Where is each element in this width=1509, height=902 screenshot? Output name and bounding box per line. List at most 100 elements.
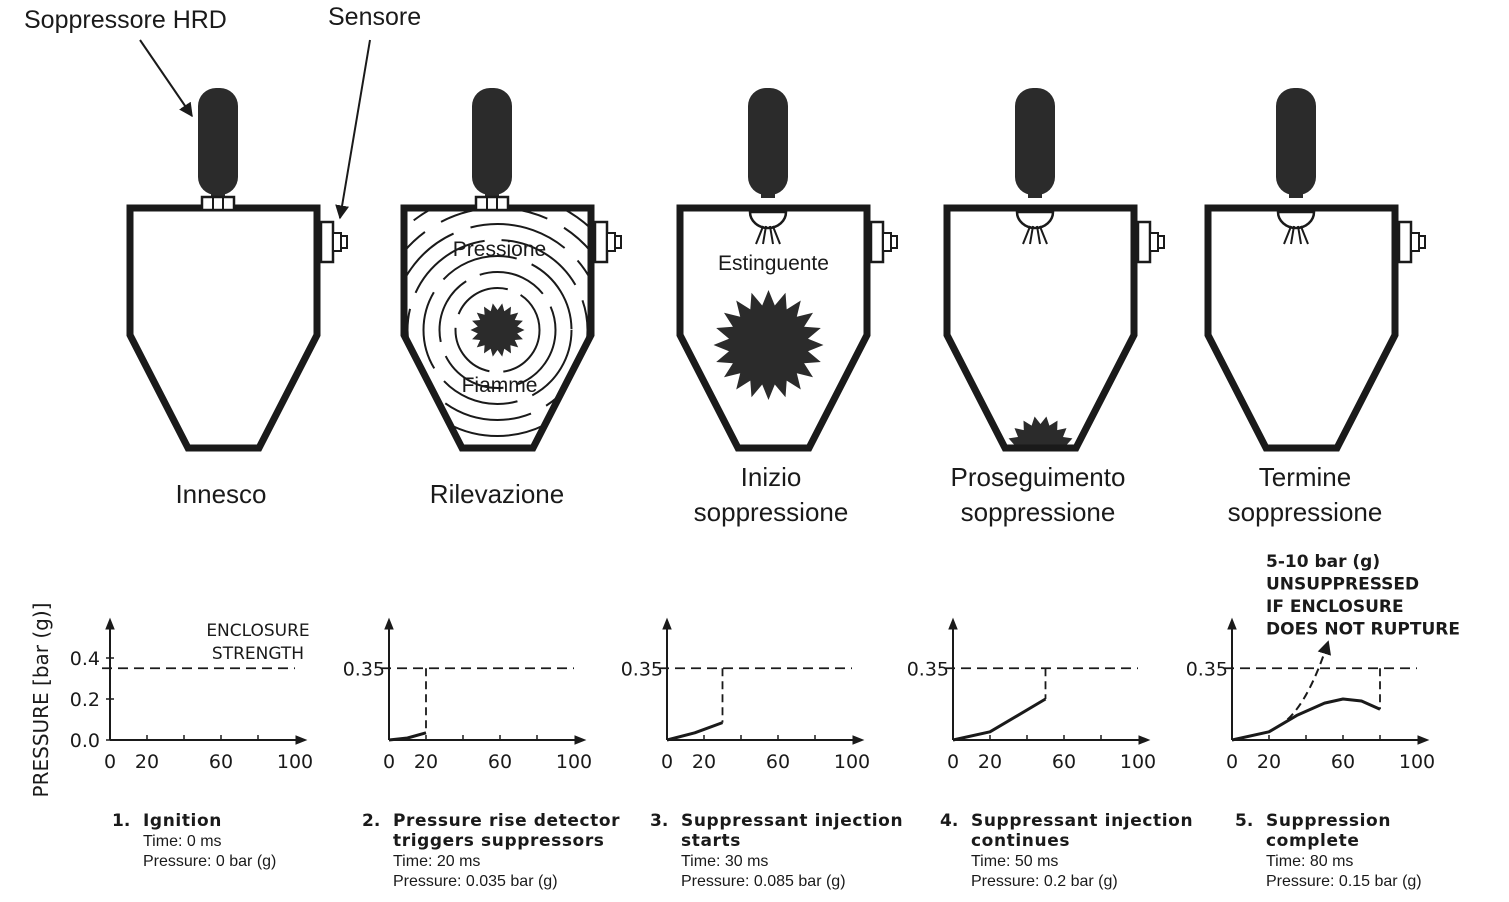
- vessel-interior: [713, 290, 824, 400]
- unsuppressed-note: UNSUPPRESSED: [1266, 575, 1419, 595]
- suppressor-callout-arrow: [139, 39, 193, 118]
- x-tick-label: 100: [277, 751, 313, 773]
- x-tick-label: 20: [1257, 751, 1281, 773]
- pressure-curve: [388, 731, 427, 742]
- caption-number: 1.: [112, 811, 130, 831]
- spray-line: [1283, 225, 1293, 245]
- stage-name: soppressione: [694, 497, 849, 527]
- x-tick-label: 0: [383, 751, 395, 773]
- unsuppressed-note: 5-10 bar (g): [1266, 552, 1380, 572]
- x-tick-label: 100: [834, 751, 870, 773]
- flame-core-icon: [470, 303, 525, 357]
- stage-name: Innesco: [175, 479, 266, 509]
- caption-time: Time: 30 ms: [681, 853, 768, 870]
- flames-label: Fiamme: [462, 374, 538, 397]
- pressure-curve: [666, 721, 724, 742]
- suppressor-bottle-icon: [472, 88, 512, 195]
- caption-title: Suppression: [1266, 811, 1391, 831]
- enclosure-strength-note: ENCLOSURE: [206, 621, 309, 641]
- caption-title: complete: [1266, 831, 1359, 851]
- pressure-plot: 0 20 60 100 0.35: [907, 617, 1156, 773]
- pressure-wave: [422, 255, 573, 405]
- x-tick-label: 60: [1331, 751, 1355, 773]
- stage-name: soppressione: [961, 497, 1116, 527]
- pressure-curve: [1231, 697, 1381, 742]
- spray-line: [1297, 225, 1302, 245]
- y-tick-label: 0.2: [70, 689, 100, 711]
- unsuppressed-note: DOES NOT RUPTURE: [1266, 620, 1460, 640]
- pressure-label: Pressione: [453, 238, 546, 261]
- pressure-wave: [454, 287, 541, 373]
- sensor-callout-arrow: [335, 39, 371, 220]
- caption-number: 4.: [940, 811, 958, 831]
- sensor-icon: [593, 220, 609, 264]
- spray-line: [1029, 225, 1034, 245]
- spray-line: [771, 225, 781, 245]
- vessel-outline: [943, 204, 1138, 452]
- sensor-callout-label: Sensore: [328, 3, 421, 31]
- x-tick-label: 20: [978, 751, 1002, 773]
- vessel-outline: [126, 204, 321, 452]
- spray-line: [762, 225, 767, 245]
- caption-pressure: Pressure: 0.035 bar (g): [393, 873, 558, 890]
- caption-time: Time: 50 ms: [971, 853, 1058, 870]
- y-tick-label: 0.0: [70, 730, 100, 752]
- suppressor-bottle-icon: [1276, 88, 1316, 195]
- spray-nozzle-icon: [748, 210, 788, 230]
- x-tick-label: 0: [1226, 751, 1238, 773]
- suppressor-bottle-icon: [198, 88, 238, 195]
- caption-time: Time: 20 ms: [393, 853, 480, 870]
- caption-title: Suppressant injection: [681, 811, 903, 831]
- unsuppressed-note: IF ENCLOSURE: [1266, 597, 1404, 617]
- vessel-outline: [1204, 204, 1399, 452]
- stage-name: Termine: [1259, 462, 1351, 492]
- suppressor-bottle-icon: [748, 88, 788, 195]
- bottle-neck: [485, 190, 499, 198]
- spray-line: [769, 225, 774, 245]
- valve-icon: [474, 195, 510, 212]
- vessel-outline: [676, 204, 871, 452]
- pressure-wave: [404, 223, 591, 437]
- caption-title: continues: [971, 831, 1070, 851]
- y-axis-title: PRESSURE [bar (g)]: [29, 603, 53, 798]
- x-tick-label: 0: [661, 751, 673, 773]
- x-tick-label: 60: [1052, 751, 1076, 773]
- spray-nozzle-icon: [1015, 210, 1055, 230]
- stage-name: soppressione: [1228, 497, 1383, 527]
- threshold-value-label: 0.35: [343, 658, 385, 680]
- spray-nozzle-icon: [1276, 210, 1316, 230]
- x-tick-label: 0: [104, 751, 116, 773]
- bottle-neck: [1289, 190, 1303, 198]
- flame-burst-icon: [713, 290, 824, 400]
- x-tick-label: 0: [947, 751, 959, 773]
- flame-residue-icon: [1006, 416, 1075, 448]
- caption-number: 3.: [650, 811, 668, 831]
- suppressor-bottle-icon: [1015, 88, 1055, 195]
- bottle-neck: [1028, 190, 1042, 198]
- unsuppressed-trajectory: [1286, 640, 1331, 721]
- sensor-icon: [1136, 220, 1152, 264]
- caption-time: Time: 0 ms: [143, 833, 222, 850]
- bottle-neck: [761, 190, 775, 198]
- bottle-neck: [211, 190, 225, 198]
- vessel-outline: [400, 204, 595, 452]
- threshold-value-label: 0.35: [621, 658, 663, 680]
- caption-title: triggers suppressors: [393, 831, 605, 851]
- caption-title: Ignition: [143, 811, 222, 831]
- x-tick-label: 100: [1120, 751, 1156, 773]
- threshold-value-label: 0.35: [907, 658, 949, 680]
- caption-pressure: Pressure: 0.2 bar (g): [971, 873, 1118, 890]
- x-tick-label: 60: [766, 751, 790, 773]
- x-tick-label: 20: [692, 751, 716, 773]
- caption-number: 5.: [1235, 811, 1253, 831]
